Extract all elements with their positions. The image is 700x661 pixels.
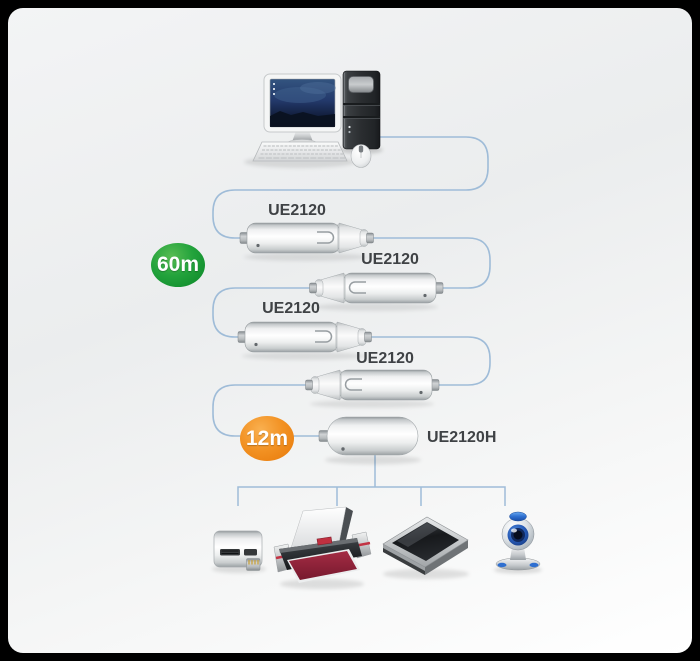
- scanner-icon: [382, 516, 469, 579]
- distance-badge-12m-text: 12m: [245, 426, 289, 450]
- extender-device-3: [237, 321, 373, 353]
- extender-device-1: [239, 222, 375, 254]
- keyboard-icon: [252, 141, 348, 162]
- label-extender-2: UE2120: [361, 251, 419, 268]
- printer-icon: [273, 506, 372, 589]
- hub-device: [318, 416, 421, 465]
- hub-distribution-lines: [237, 455, 506, 506]
- card-reader-icon: [212, 530, 266, 573]
- tower-icon: [342, 70, 381, 150]
- cable-extender-4-to-hub: [212, 384, 321, 437]
- cable-extender-2-to-3: [212, 287, 311, 338]
- distance-badge-60m-text: 60m: [156, 253, 200, 276]
- desktop-computer-icon: [244, 70, 383, 168]
- cable-extender-1-to-2: [372, 237, 491, 289]
- label-extender-1: UE2120: [268, 202, 326, 219]
- cable-pc-to-extender-1: [212, 136, 489, 239]
- distance-badge-12m: 12m: [240, 416, 294, 461]
- distance-badge-60m: 60m: [151, 243, 205, 287]
- label-extender-3: UE2120: [262, 300, 320, 317]
- extender-device-4: [304, 369, 440, 401]
- label-extender-4: UE2120: [356, 350, 414, 367]
- extender-device-2: [308, 272, 444, 304]
- mouse-icon: [350, 144, 372, 168]
- cable-extender-3-to-4: [370, 336, 491, 386]
- monitor-icon: [263, 73, 342, 148]
- label-hub: UE2120H: [427, 429, 497, 446]
- webcam-icon: [494, 511, 542, 574]
- usb-cable: [212, 136, 491, 437]
